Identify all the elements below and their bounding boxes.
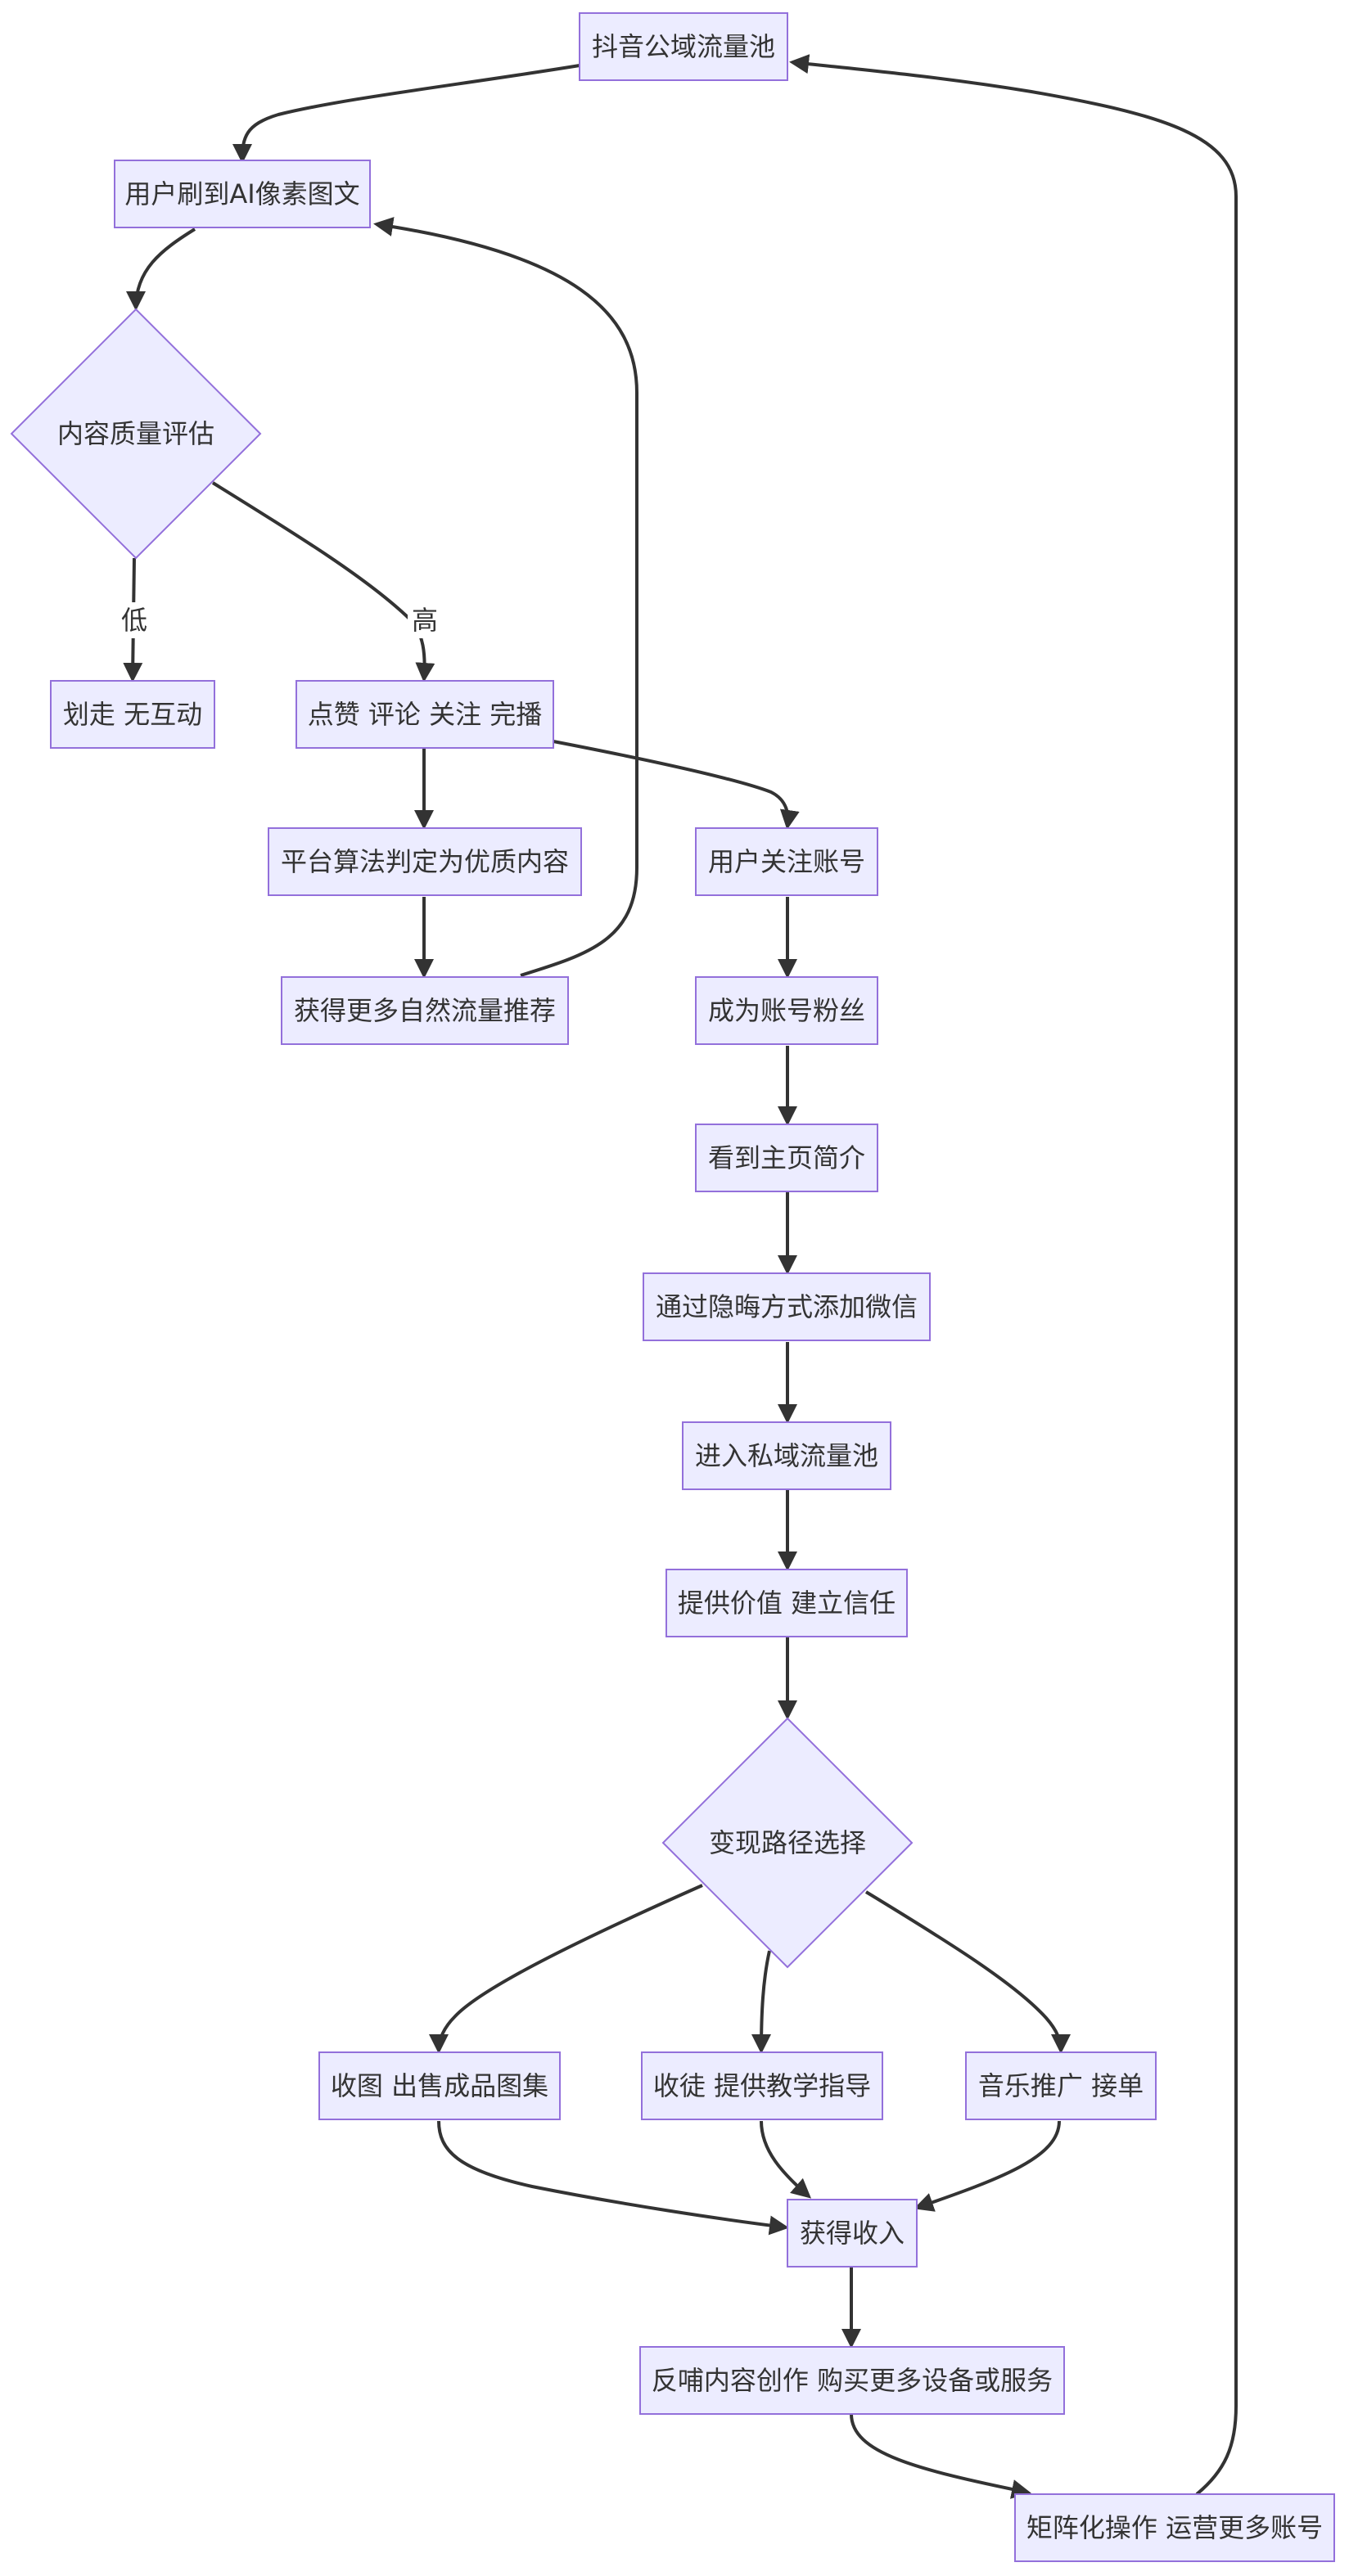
edge-engage-to-follow [553, 740, 800, 830]
edge-labels: 低 高 [118, 602, 442, 638]
node-income[interactable]: 获得收入 [787, 2199, 918, 2268]
edge-user-to-quality [126, 227, 196, 311]
node-build-trust[interactable]: 提供价值 建立信任 [665, 1569, 908, 1637]
svg-text:提供价值 建立信任: 提供价值 建立信任 [678, 1587, 896, 1619]
edge-quality-to-engage-high [211, 481, 435, 682]
edge-matrix-to-pool-loop [789, 54, 1238, 2496]
svg-text:用户关注账号: 用户关注账号 [708, 846, 865, 877]
node-more-traffic[interactable]: 获得更多自然流量推荐 [281, 976, 569, 1045]
node-douyin-pool[interactable]: 抖音公域流量池 [579, 12, 788, 81]
svg-text:高: 高 [412, 605, 438, 636]
node-teach[interactable]: 收徒 提供教学指导 [641, 2051, 883, 2120]
node-follow-account[interactable]: 用户关注账号 [695, 827, 878, 896]
node-add-wechat[interactable]: 通过隐晦方式添加微信 [643, 1272, 931, 1341]
node-see-profile[interactable]: 看到主页简介 [695, 1124, 878, 1192]
node-music-promo[interactable]: 音乐推广 接单 [965, 2051, 1157, 2120]
node-become-fan[interactable]: 成为账号粉丝 [695, 976, 878, 1045]
svg-text:收图 出售成品图集: 收图 出售成品图集 [331, 2070, 548, 2101]
edge-choice-to-music [864, 1890, 1071, 2054]
edges [123, 54, 1238, 2499]
edge-music-to-income [914, 2120, 1061, 2212]
node-sell-images[interactable]: 收图 出售成品图集 [318, 2051, 561, 2120]
svg-text:收徒 提供教学指导: 收徒 提供教学指导 [653, 2070, 871, 2101]
svg-text:变现路径选择: 变现路径选择 [709, 1827, 866, 1858]
node-user-sees[interactable]: 用户刷到AI像素图文 [114, 160, 371, 228]
nodes: 抖音公域流量池 用户刷到AI像素图文 内容质量评估 划走 无互动 点赞 评论 关… [10, 12, 1335, 2562]
svg-text:内容质量评估: 内容质量评估 [57, 418, 214, 449]
node-matrix[interactable]: 矩阵化操作 运营更多账号 [1014, 2493, 1335, 2562]
svg-text:点赞 评论 关注 完播: 点赞 评论 关注 完播 [308, 699, 543, 730]
edge-choice-to-sell [429, 1884, 703, 2054]
node-engage[interactable]: 点赞 评论 关注 完播 [296, 680, 554, 749]
edge-choice-to-teach [751, 1950, 772, 2054]
edge-label-low: 低 [118, 602, 151, 638]
svg-text:反哺内容创作 购买更多设备或服务: 反哺内容创作 购买更多设备或服务 [652, 2365, 1053, 2396]
svg-text:通过隐晦方式添加微信: 通过隐晦方式添加微信 [656, 1291, 918, 1322]
svg-text:看到主页简介: 看到主页简介 [708, 1142, 865, 1173]
edge-reinvest-to-matrix [850, 2413, 1031, 2499]
edge-label-high: 高 [408, 602, 442, 638]
node-monetize-choice[interactable]: 变现路径选择 [661, 1717, 914, 1969]
node-algo-quality[interactable]: 平台算法判定为优质内容 [268, 827, 582, 896]
svg-text:音乐推广 接单: 音乐推广 接单 [978, 2070, 1144, 2101]
svg-text:抖音公域流量池: 抖音公域流量池 [592, 31, 775, 62]
svg-text:用户刷到AI像素图文: 用户刷到AI像素图文 [124, 178, 359, 209]
svg-text:获得收入: 获得收入 [800, 2218, 905, 2249]
edge-more-to-user-loop [373, 217, 638, 977]
node-reinvest[interactable]: 反哺内容创作 购买更多设备或服务 [639, 2346, 1065, 2415]
svg-text:矩阵化操作 运营更多账号: 矩阵化操作 运营更多账号 [1026, 2512, 1323, 2543]
edge-sell-to-income [437, 2120, 789, 2236]
svg-text:低: 低 [121, 605, 147, 636]
svg-text:获得更多自然流量推荐: 获得更多自然流量推荐 [294, 995, 556, 1026]
node-quality-check[interactable]: 内容质量评估 [10, 308, 262, 560]
svg-text:划走 无互动: 划走 无互动 [63, 699, 202, 730]
svg-text:成为账号粉丝: 成为账号粉丝 [708, 995, 865, 1026]
svg-text:进入私域流量池: 进入私域流量池 [695, 1440, 878, 1471]
node-swipe-away[interactable]: 划走 无互动 [50, 680, 215, 749]
edge-teach-to-income [760, 2120, 812, 2199]
edge-pool-to-user [232, 64, 580, 164]
node-private-pool[interactable]: 进入私域流量池 [682, 1421, 891, 1490]
svg-text:平台算法判定为优质内容: 平台算法判定为优质内容 [281, 846, 569, 877]
